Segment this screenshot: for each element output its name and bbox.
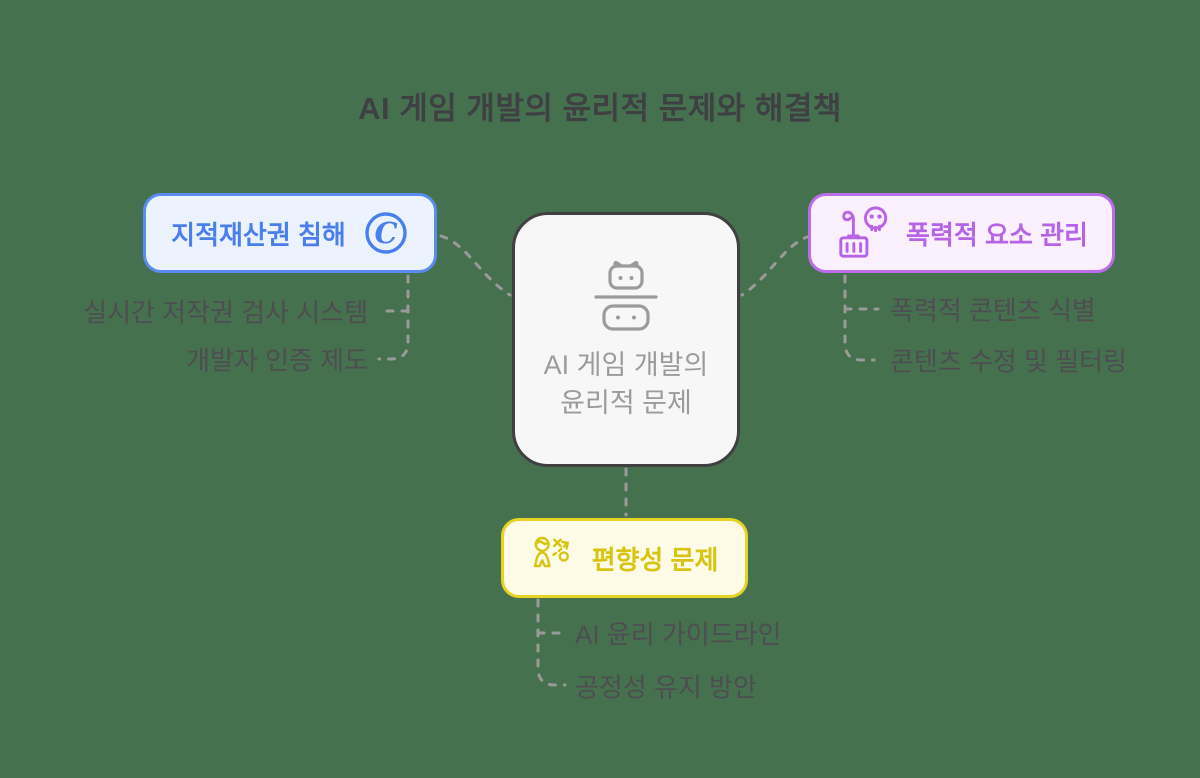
connector-violence-branch (843, 274, 876, 362)
diagram-title: AI 게임 개발의 윤리적 문제와 해결책 (358, 91, 842, 126)
violence-item-content-filtering: 콘텐츠 수정 및 필터링 (890, 346, 1127, 377)
branch-node-bias: 편향성 문제 (501, 518, 748, 598)
skull-crate-icon (835, 204, 893, 262)
connector-ip-branch (377, 274, 410, 361)
ai-gamedev-icon (594, 257, 658, 331)
center-node: AI 게임 개발의 윤리적 문제 (512, 212, 740, 467)
branch-node-ip: 지적재산권 침해 C (143, 193, 437, 273)
branch-node-violence: 폭력적 요소 관리 (808, 193, 1115, 273)
bias-item-fairness-maintenance: 공정성 유지 방안 (575, 672, 757, 703)
center-node-label: AI 게임 개발의 윤리적 문제 (543, 350, 709, 418)
connector-center-to-violence (740, 234, 812, 297)
branch-bias-label: 편향성 문제 (591, 544, 719, 575)
bias-item-ai-ethics-guideline: AI 윤리 가이드라인 (575, 619, 782, 650)
violence-item-content-identification: 폭력적 콘텐츠 식별 (890, 295, 1096, 326)
person-strategy-icon (531, 534, 579, 582)
svg-text:C: C (374, 216, 397, 250)
ip-item-developer-certification: 개발자 인증 제도 (186, 345, 368, 376)
connector-bias-branch (536, 598, 567, 687)
connector-center-to-ip (439, 234, 512, 297)
branch-ip-label: 지적재산권 침해 (171, 219, 346, 250)
branch-violence-label: 폭력적 요소 관리 (906, 219, 1088, 250)
copyright-icon: C (363, 210, 409, 256)
ip-item-realtime-copyright-check: 실시간 저작권 검사 시스템 (83, 297, 368, 328)
